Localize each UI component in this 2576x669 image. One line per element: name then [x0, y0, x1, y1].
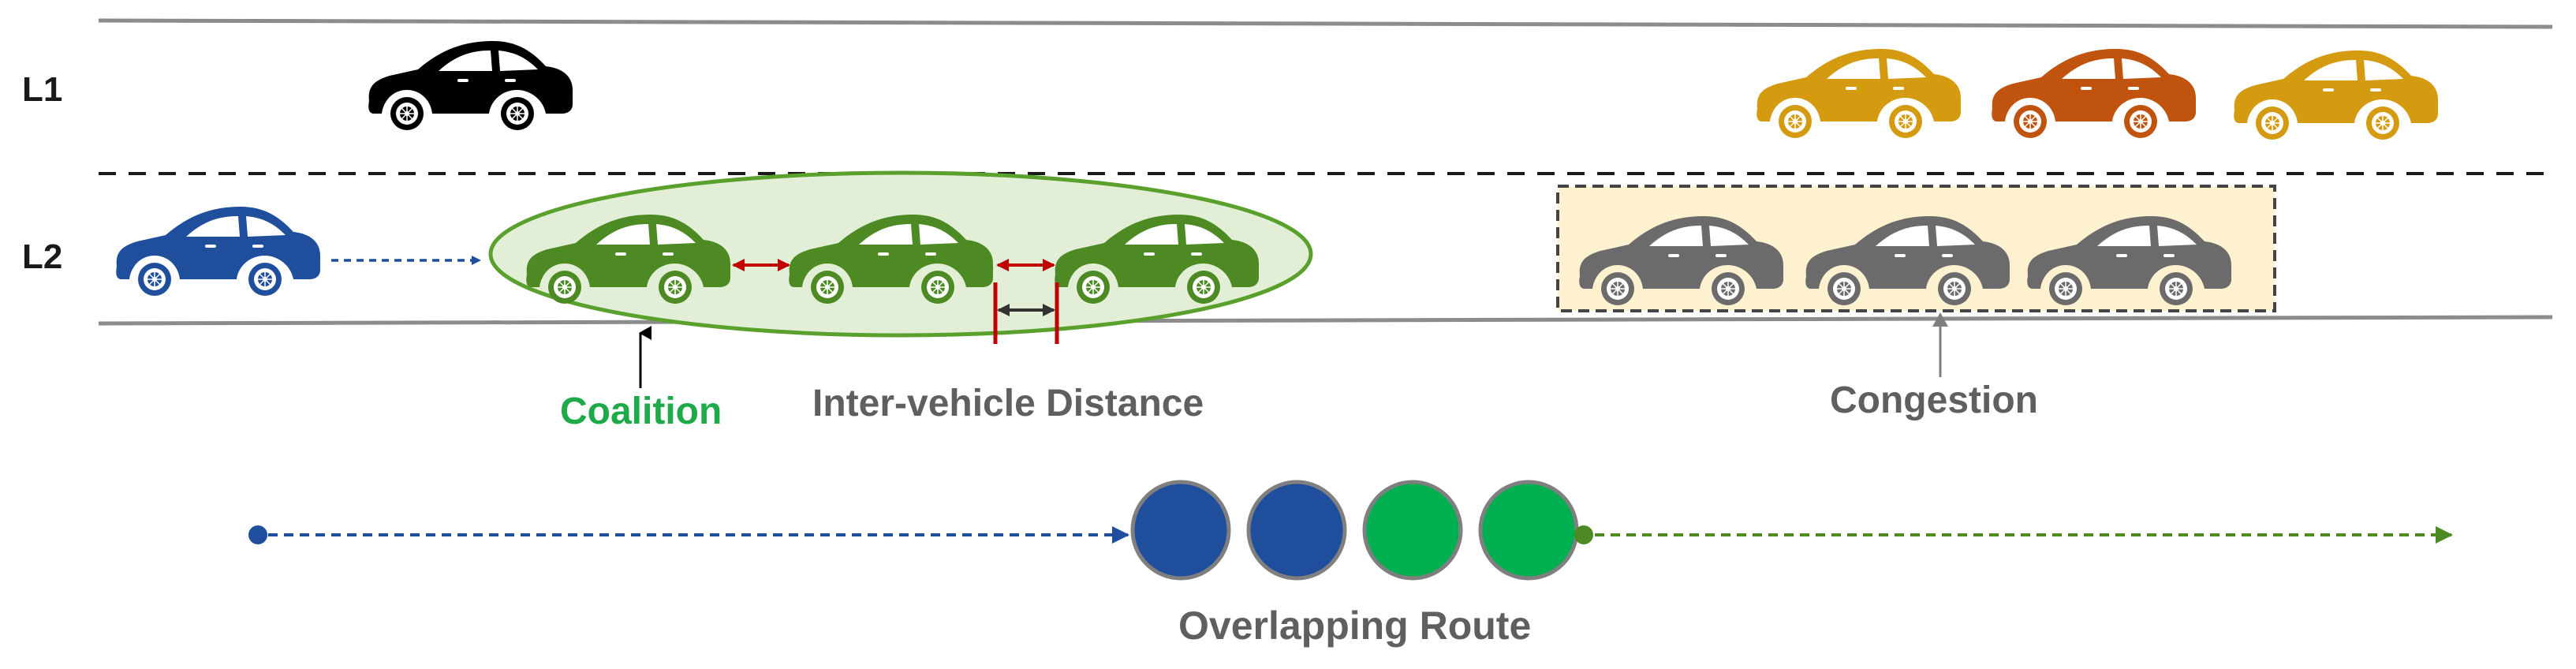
- black-car: [368, 40, 573, 130]
- blue-car: [115, 206, 321, 296]
- route-node-icon: [1130, 480, 1231, 581]
- car-icon: [1991, 48, 2197, 138]
- congestion-pointer-head: [1932, 312, 1948, 327]
- overlapping-route-label: Overlapping Route: [1178, 604, 1531, 648]
- route-node-icon: [1362, 480, 1463, 581]
- inter-vehicle-distance-label: Inter-vehicle Distance: [812, 383, 1204, 424]
- route-junction-dot: [1574, 525, 1593, 544]
- road-top-edge: [98, 18, 2553, 29]
- car-icon: [2233, 50, 2439, 140]
- route-node-icon: [1246, 480, 1347, 581]
- gold-car-2: [2233, 50, 2439, 140]
- lane-label-l2: L2: [22, 237, 62, 276]
- car-icon: [368, 40, 573, 130]
- car-icon: [1756, 48, 1962, 138]
- orange-car: [1991, 48, 2197, 138]
- lane-label-l1: L1: [22, 70, 62, 109]
- coalition-label: Coalition: [560, 391, 722, 432]
- route-start-dot: [248, 525, 267, 544]
- gold-car-1: [1756, 48, 1962, 138]
- route-node-icon: [1478, 480, 1579, 581]
- road-bottom-edge: [98, 315, 2553, 326]
- car-icon: [115, 206, 321, 296]
- congestion-label: Congestion: [1830, 379, 2038, 421]
